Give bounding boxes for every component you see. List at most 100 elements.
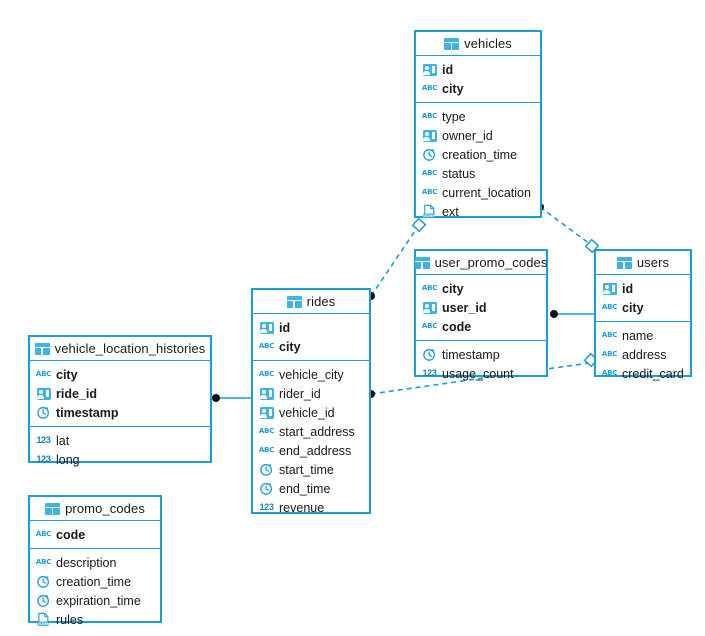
column-name: timestamp xyxy=(442,347,500,362)
table-header-rides[interactable]: rides xyxy=(253,290,369,314)
table-title: user_promo_codes xyxy=(434,255,548,270)
column-name: city xyxy=(442,281,464,296)
column-name: credit_card xyxy=(622,366,684,381)
column-row[interactable]: timestamp xyxy=(30,403,210,422)
column-row[interactable]: user_id xyxy=(416,298,546,317)
abc-string-icon: ABC xyxy=(601,369,618,377)
column-name: creation_time xyxy=(56,574,132,589)
column-row[interactable]: ABC description xyxy=(30,553,160,572)
column-name: code xyxy=(442,319,472,334)
column-name: ride_id xyxy=(56,386,97,401)
column-row[interactable]: creation_time xyxy=(30,572,160,591)
abc-string-icon: ABC xyxy=(601,350,618,358)
relationship-upc-to-users[interactable] xyxy=(550,310,594,318)
column-row[interactable]: rider_id xyxy=(253,384,369,403)
key-id-icon xyxy=(36,386,51,401)
table-title: rides xyxy=(306,294,336,309)
column-name: id xyxy=(279,320,291,335)
relationship-endpoint-dot xyxy=(550,310,558,318)
column-row[interactable]: ABC city xyxy=(416,79,540,98)
column-row[interactable]: ABC name xyxy=(596,326,690,345)
column-name: city xyxy=(442,81,464,96)
column-name: status xyxy=(442,166,476,181)
column-name: city xyxy=(622,300,644,315)
column-row[interactable]: ABC city xyxy=(596,298,690,317)
abc-string-icon: ABC xyxy=(421,188,438,196)
abc-string-icon: ABC xyxy=(421,84,438,92)
table-header-user_promo_codes[interactable]: user_promo_codes xyxy=(414,251,548,275)
column-name: type xyxy=(442,109,466,124)
table-grid-icon xyxy=(45,501,61,516)
table-header-vehicle_location_histories[interactable]: vehicle_location_histories xyxy=(30,337,210,361)
column-name: city xyxy=(279,339,301,354)
column-row[interactable]: ride_id xyxy=(30,384,210,403)
column-row[interactable]: start_time xyxy=(253,460,369,479)
column-row[interactable]: 123 usage_count xyxy=(416,364,546,383)
table-title: vehicle_location_histories xyxy=(54,341,206,356)
column-name: description xyxy=(56,555,117,570)
123-number-icon: 123 xyxy=(259,502,274,512)
relationship-vehicles-to-users[interactable] xyxy=(536,203,600,254)
clock-icon xyxy=(259,462,274,477)
column-row[interactable]: end_time xyxy=(253,479,369,498)
abc-string-icon: ABC xyxy=(601,331,618,339)
table-header-promo_codes[interactable]: promo_codes xyxy=(30,497,160,521)
abc-string-icon: ABC xyxy=(601,303,618,311)
relationship-vlh-to-rides[interactable] xyxy=(212,394,251,402)
column-row[interactable]: id xyxy=(253,318,369,337)
column-name: vehicle_city xyxy=(279,367,344,382)
key-id-icon xyxy=(259,320,274,335)
abc-string-icon: ABC xyxy=(35,558,52,566)
column-row[interactable]: ABC credit_card xyxy=(596,364,690,383)
column-row[interactable]: vehicle_id xyxy=(253,403,369,422)
123-number-icon: 123 xyxy=(422,368,437,378)
column-name: creation_time xyxy=(442,147,518,162)
column-name: id xyxy=(622,281,634,296)
table-header-vehicles[interactable]: vehicles xyxy=(416,32,540,56)
column-row[interactable]: creation_time xyxy=(416,145,540,164)
column-section-user_promo_codes: timestamp 123 usage_count xyxy=(416,341,546,387)
column-row[interactable]: timestamp xyxy=(416,345,546,364)
column-name: name xyxy=(622,328,654,343)
json-document-icon: JSON xyxy=(422,204,437,219)
column-row[interactable]: id xyxy=(596,279,690,298)
column-row[interactable]: owner_id xyxy=(416,126,540,145)
table-header-users[interactable]: users xyxy=(596,251,690,275)
column-row[interactable]: id xyxy=(416,60,540,79)
clock-icon xyxy=(259,481,274,496)
column-name: rider_id xyxy=(279,386,321,401)
column-name: usage_count xyxy=(442,366,514,381)
column-name: timestamp xyxy=(56,405,119,420)
column-row[interactable]: expiration_time xyxy=(30,591,160,610)
abc-string-icon: ABC xyxy=(258,427,275,435)
